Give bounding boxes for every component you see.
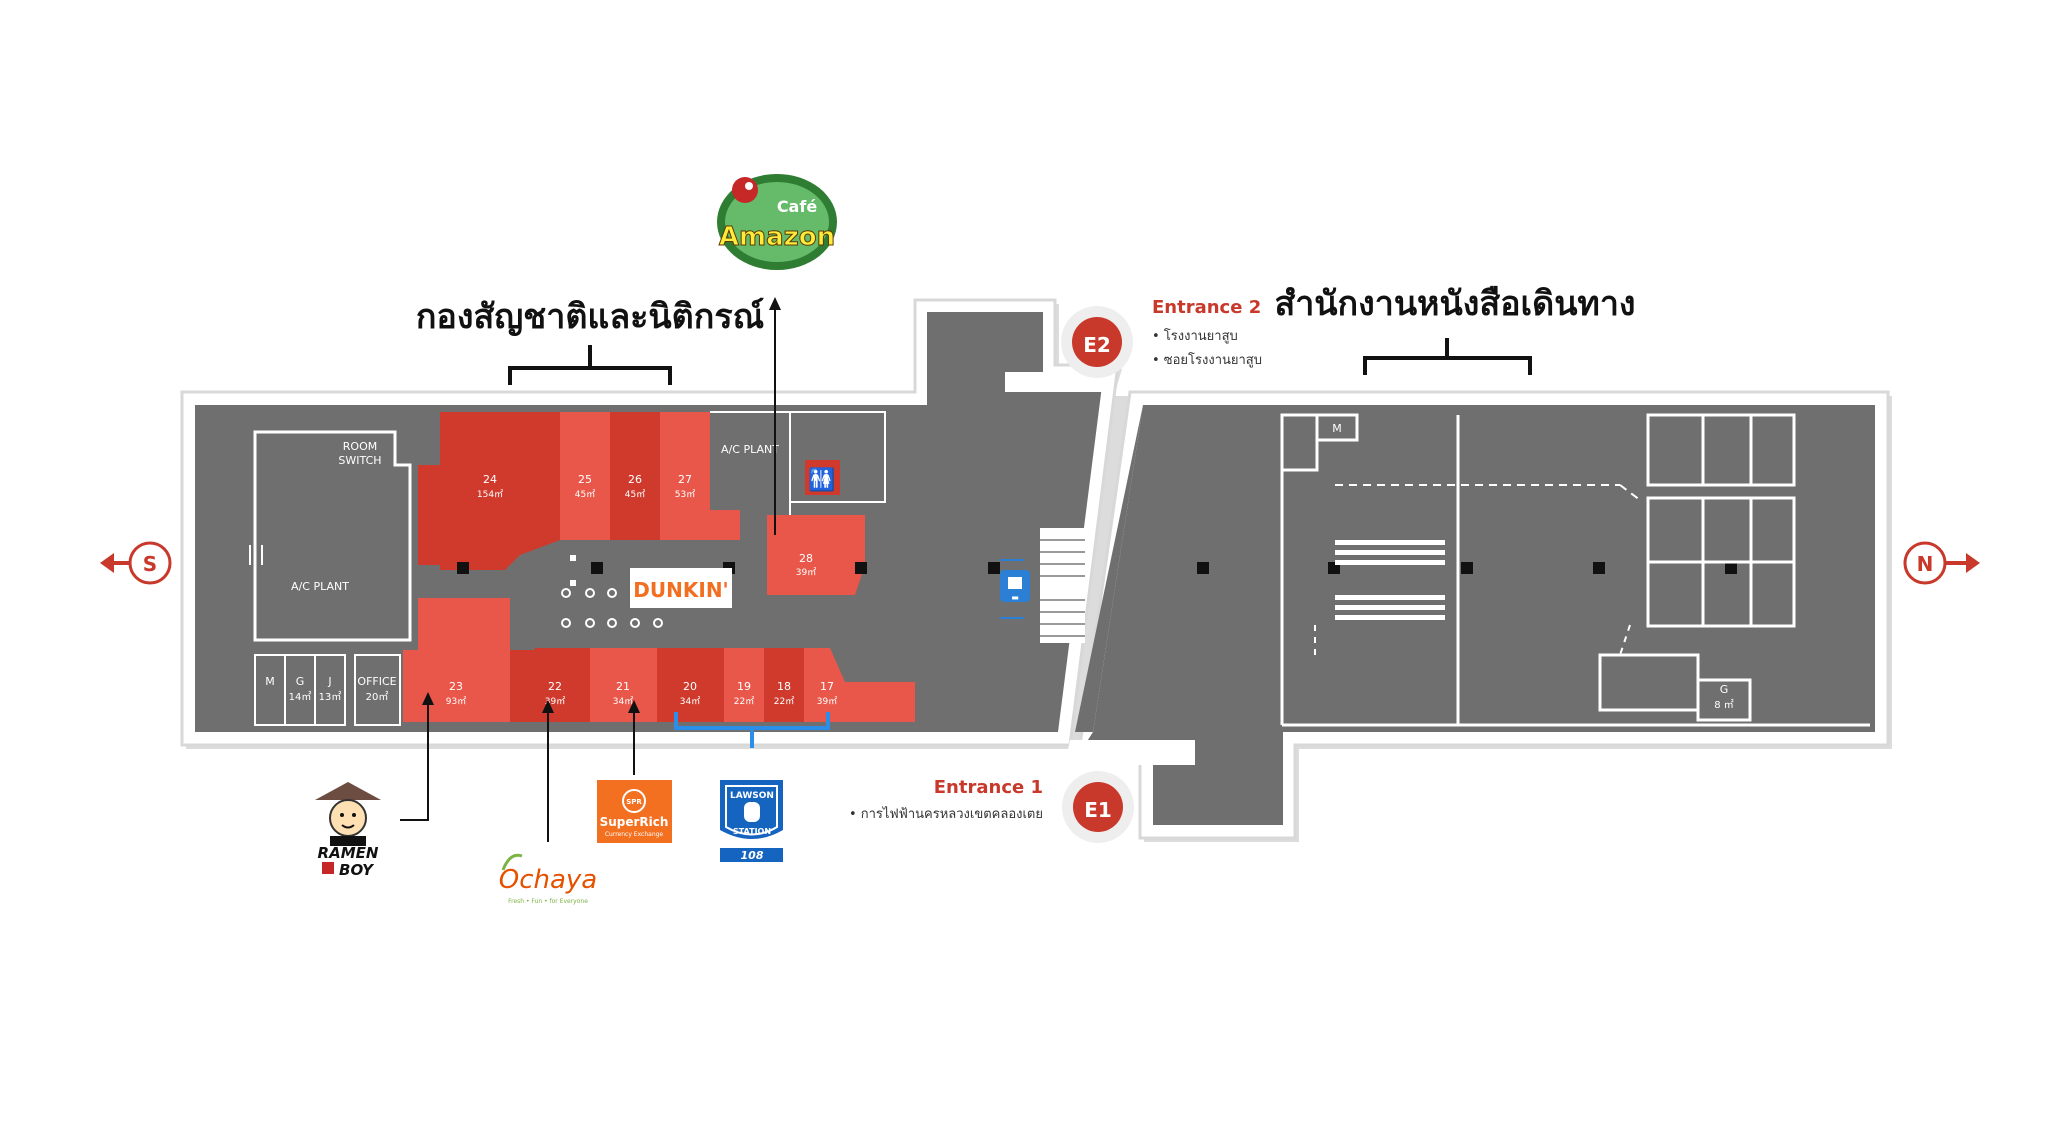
unit-28-area: 39㎡ (796, 567, 816, 578)
passport-office-heading: สำนักงานหนังสือเดินทาง (1274, 284, 1635, 324)
unit-block-south (403, 598, 915, 722)
lawson-number: 108 (741, 849, 764, 862)
unit-19-number: 19 (737, 680, 751, 693)
unit-22-area: 39㎡ (545, 696, 565, 707)
unit-block-north (418, 412, 865, 595)
room-g-right-area: 8 ㎡ (1714, 699, 1734, 711)
entrance-2-badge: E2 (1083, 333, 1111, 357)
superrich-sub: Currency Exchange (605, 831, 664, 838)
room-switch-label-1: ROOM (343, 440, 377, 453)
entrance-2[interactable]: E2 Entrance 2 • โรงงานยาสูบ • ซอยโรงงานย… (1061, 297, 1262, 378)
office-area: 20㎡ (366, 691, 389, 703)
office-label: OFFICE (357, 675, 396, 688)
cafe-amazon-label-2: Amazon (719, 222, 835, 252)
room-g-left-area: 14㎡ (289, 691, 312, 703)
room-m-left: M (265, 675, 275, 688)
room-switch-label-2: SWITCH (338, 454, 381, 467)
unit-17-area: 39㎡ (817, 696, 837, 707)
unit-20-number: 20 (683, 680, 697, 693)
pointer-lines (400, 297, 781, 842)
unit-17-number: 17 (820, 680, 834, 693)
unit-20-area: 34㎡ (680, 696, 700, 707)
unit-27-number: 27 (678, 473, 692, 486)
unit-25-number: 25 (578, 473, 592, 486)
cafe-amazon-label-1: Café (777, 197, 818, 216)
entrance-1-line-1: • การไฟฟ้านครหลวงเขตคลองเตย (849, 806, 1043, 822)
cafe-amazon-logo: Café Amazon (717, 174, 837, 270)
entrance-2-line-2: • ซอยโรงงานยาสูบ (1152, 352, 1262, 368)
lawson-label-1: LAWSON (730, 791, 774, 801)
unit-25-area: 45㎡ (575, 489, 595, 500)
waiting-seats (1335, 540, 1445, 620)
bracket-left (508, 345, 672, 385)
lawson-label-2: STATION (733, 827, 771, 836)
room-j-left-area: 13㎡ (319, 691, 342, 703)
entrance-2-label: Entrance 2 (1152, 297, 1261, 318)
room-g-right: G (1720, 683, 1729, 696)
bracket-right (1363, 338, 1532, 375)
ac-plant-left-label: A/C PLANT (291, 580, 349, 593)
unit-18-area: 22㎡ (774, 696, 794, 707)
unit-26-area: 45㎡ (625, 489, 645, 500)
unit-21-area: 34㎡ (613, 696, 633, 707)
unit-23-number: 23 (449, 680, 463, 693)
floor-outline (180, 298, 1892, 842)
entrance-1[interactable]: E1 Entrance 1 • การไฟฟ้านครหลวงเขตคลองเต… (849, 771, 1134, 843)
escalator: ▬ (1000, 528, 1085, 643)
lawson-108-logo: LAWSON STATION 108 (720, 780, 783, 862)
seating-area (561, 555, 663, 628)
entrance-1-badge: E1 (1084, 798, 1112, 822)
room-j-left: J (327, 675, 331, 688)
entrance-1-label: Entrance 1 (934, 777, 1043, 798)
ramen-boy-logo: RAMEN BOY (315, 782, 381, 879)
service-rooms-left (254, 654, 401, 726)
svg-text:🚻: 🚻 (808, 467, 835, 493)
ramen-boy-label-1: RAMEN (318, 844, 379, 862)
entrance-2-line-1: • โรงงานยาสูบ (1152, 328, 1238, 344)
unit-24-area: 154㎡ (477, 489, 503, 500)
ochaya-label: Ochaya (499, 865, 598, 895)
south-direction: S (100, 541, 172, 585)
lawson-bracket (674, 712, 830, 748)
room-g-left: G (296, 675, 305, 688)
unit-28-number: 28 (799, 552, 813, 565)
north-label: N (1917, 552, 1934, 576)
unit-23-area: 93㎡ (446, 696, 466, 707)
ac-plant-left-room (249, 430, 412, 642)
ochaya-logo: Ochaya Fresh • Fun • for Everyone (499, 853, 598, 905)
dunkin-logo: DUNKIN' (630, 568, 732, 608)
superrich-name: SuperRich (600, 815, 669, 829)
nationality-division-heading: กองสัญชาติและนิติกรณ์ (416, 297, 764, 337)
superrich-logo: SPR SuperRich Currency Exchange (597, 780, 672, 843)
ochaya-tagline: Fresh • Fun • for Everyone (508, 898, 588, 905)
unit-21-number: 21 (616, 680, 630, 693)
unit-18-number: 18 (777, 680, 791, 693)
toilet-icon (805, 460, 840, 495)
ramen-boy-label-2: BOY (339, 861, 375, 879)
superrich-badge: SPR (626, 798, 642, 806)
room-m-right: M (1332, 422, 1342, 435)
unit-26-number: 26 (628, 473, 642, 486)
ac-plant-top-label: A/C PLANT (721, 443, 779, 456)
north-direction: N (1903, 541, 1980, 585)
unit-19-area: 22㎡ (734, 696, 754, 707)
south-label: S (143, 552, 157, 576)
ac-plant-top-room: 🚻 (710, 411, 886, 520)
passport-office-layout (1280, 413, 1870, 727)
unit-22-number: 22 (548, 680, 562, 693)
svg-text:▬: ▬ (1011, 593, 1019, 602)
unit-24-number: 24 (483, 473, 497, 486)
dunkin-label: DUNKIN' (633, 578, 728, 602)
unit-27-area: 53㎡ (675, 489, 695, 500)
